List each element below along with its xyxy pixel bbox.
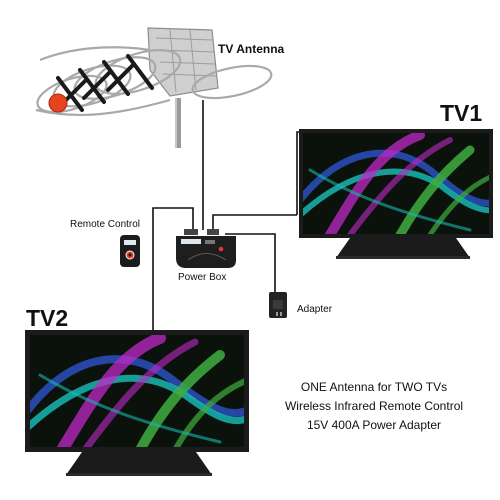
adapter-label: Adapter <box>297 304 333 315</box>
antenna-label: TV Antenna <box>218 42 285 56</box>
antenna-knob <box>48 93 68 113</box>
caption-line: Wireless Infrared Remote Control <box>284 399 464 413</box>
power-box-led <box>218 246 224 252</box>
power-box-label-text: Power Box <box>178 272 227 283</box>
tv1 <box>299 129 493 259</box>
antenna-crossbars <box>56 54 154 112</box>
tv2-stand <box>66 452 212 475</box>
feature-caption: ONE Antenna for TWO TVs Wireless Infrare… <box>262 378 486 435</box>
power-box <box>176 229 236 268</box>
power-adapter <box>269 292 287 318</box>
remote-control <box>120 235 140 267</box>
tv2-label: TV2 <box>26 305 69 331</box>
cables <box>152 100 300 333</box>
remote-control-label: Remote Control <box>70 219 141 230</box>
antenna-elements <box>35 46 273 117</box>
cable-box-to-tv1 <box>212 214 297 230</box>
caption-line: 15V 400A Power Adapter <box>306 418 442 432</box>
cable-box-to-tv2 <box>152 207 194 333</box>
cable-box-to-adapter <box>225 233 276 292</box>
tv-antenna <box>35 27 273 148</box>
power-box-label <box>181 239 201 244</box>
tv1-label: TV1 <box>440 100 483 126</box>
tv1-stand <box>336 238 470 258</box>
tv2 <box>25 330 249 476</box>
remote-display <box>124 240 136 245</box>
caption-line: ONE Antenna for TWO TVs <box>300 380 448 394</box>
